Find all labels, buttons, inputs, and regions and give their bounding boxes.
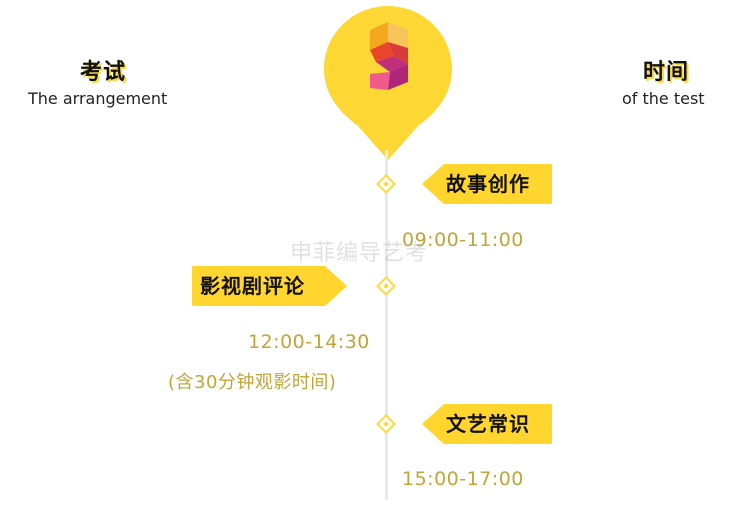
header-subtitle-right: of the test (622, 89, 705, 108)
s-logo-icon (370, 22, 408, 90)
map-pin-logo (324, 6, 452, 160)
timeline-node-icon (376, 174, 396, 194)
time-note-review: (含30分钟观影时间) (168, 372, 337, 393)
header-subtitle-left: The arrangement (28, 89, 168, 108)
header-title-left: 考试 (80, 60, 127, 85)
timeline-node-icon (376, 276, 396, 296)
timeline-node-icon (376, 414, 396, 434)
time-story: 09:00-11:00 (402, 229, 524, 251)
subject-tag-story: 故事创作 (422, 164, 552, 204)
watermark: 申菲编导艺考 (290, 241, 429, 266)
timeline-line (385, 150, 388, 500)
subject-tag-review: 影视剧评论 (192, 266, 347, 306)
header-title-right: 时间 (643, 60, 690, 85)
subject-tag-literature: 文艺常识 (422, 404, 552, 444)
time-literature: 15:00-17:00 (402, 468, 524, 490)
time-review: 12:00-14:30 (248, 331, 370, 353)
